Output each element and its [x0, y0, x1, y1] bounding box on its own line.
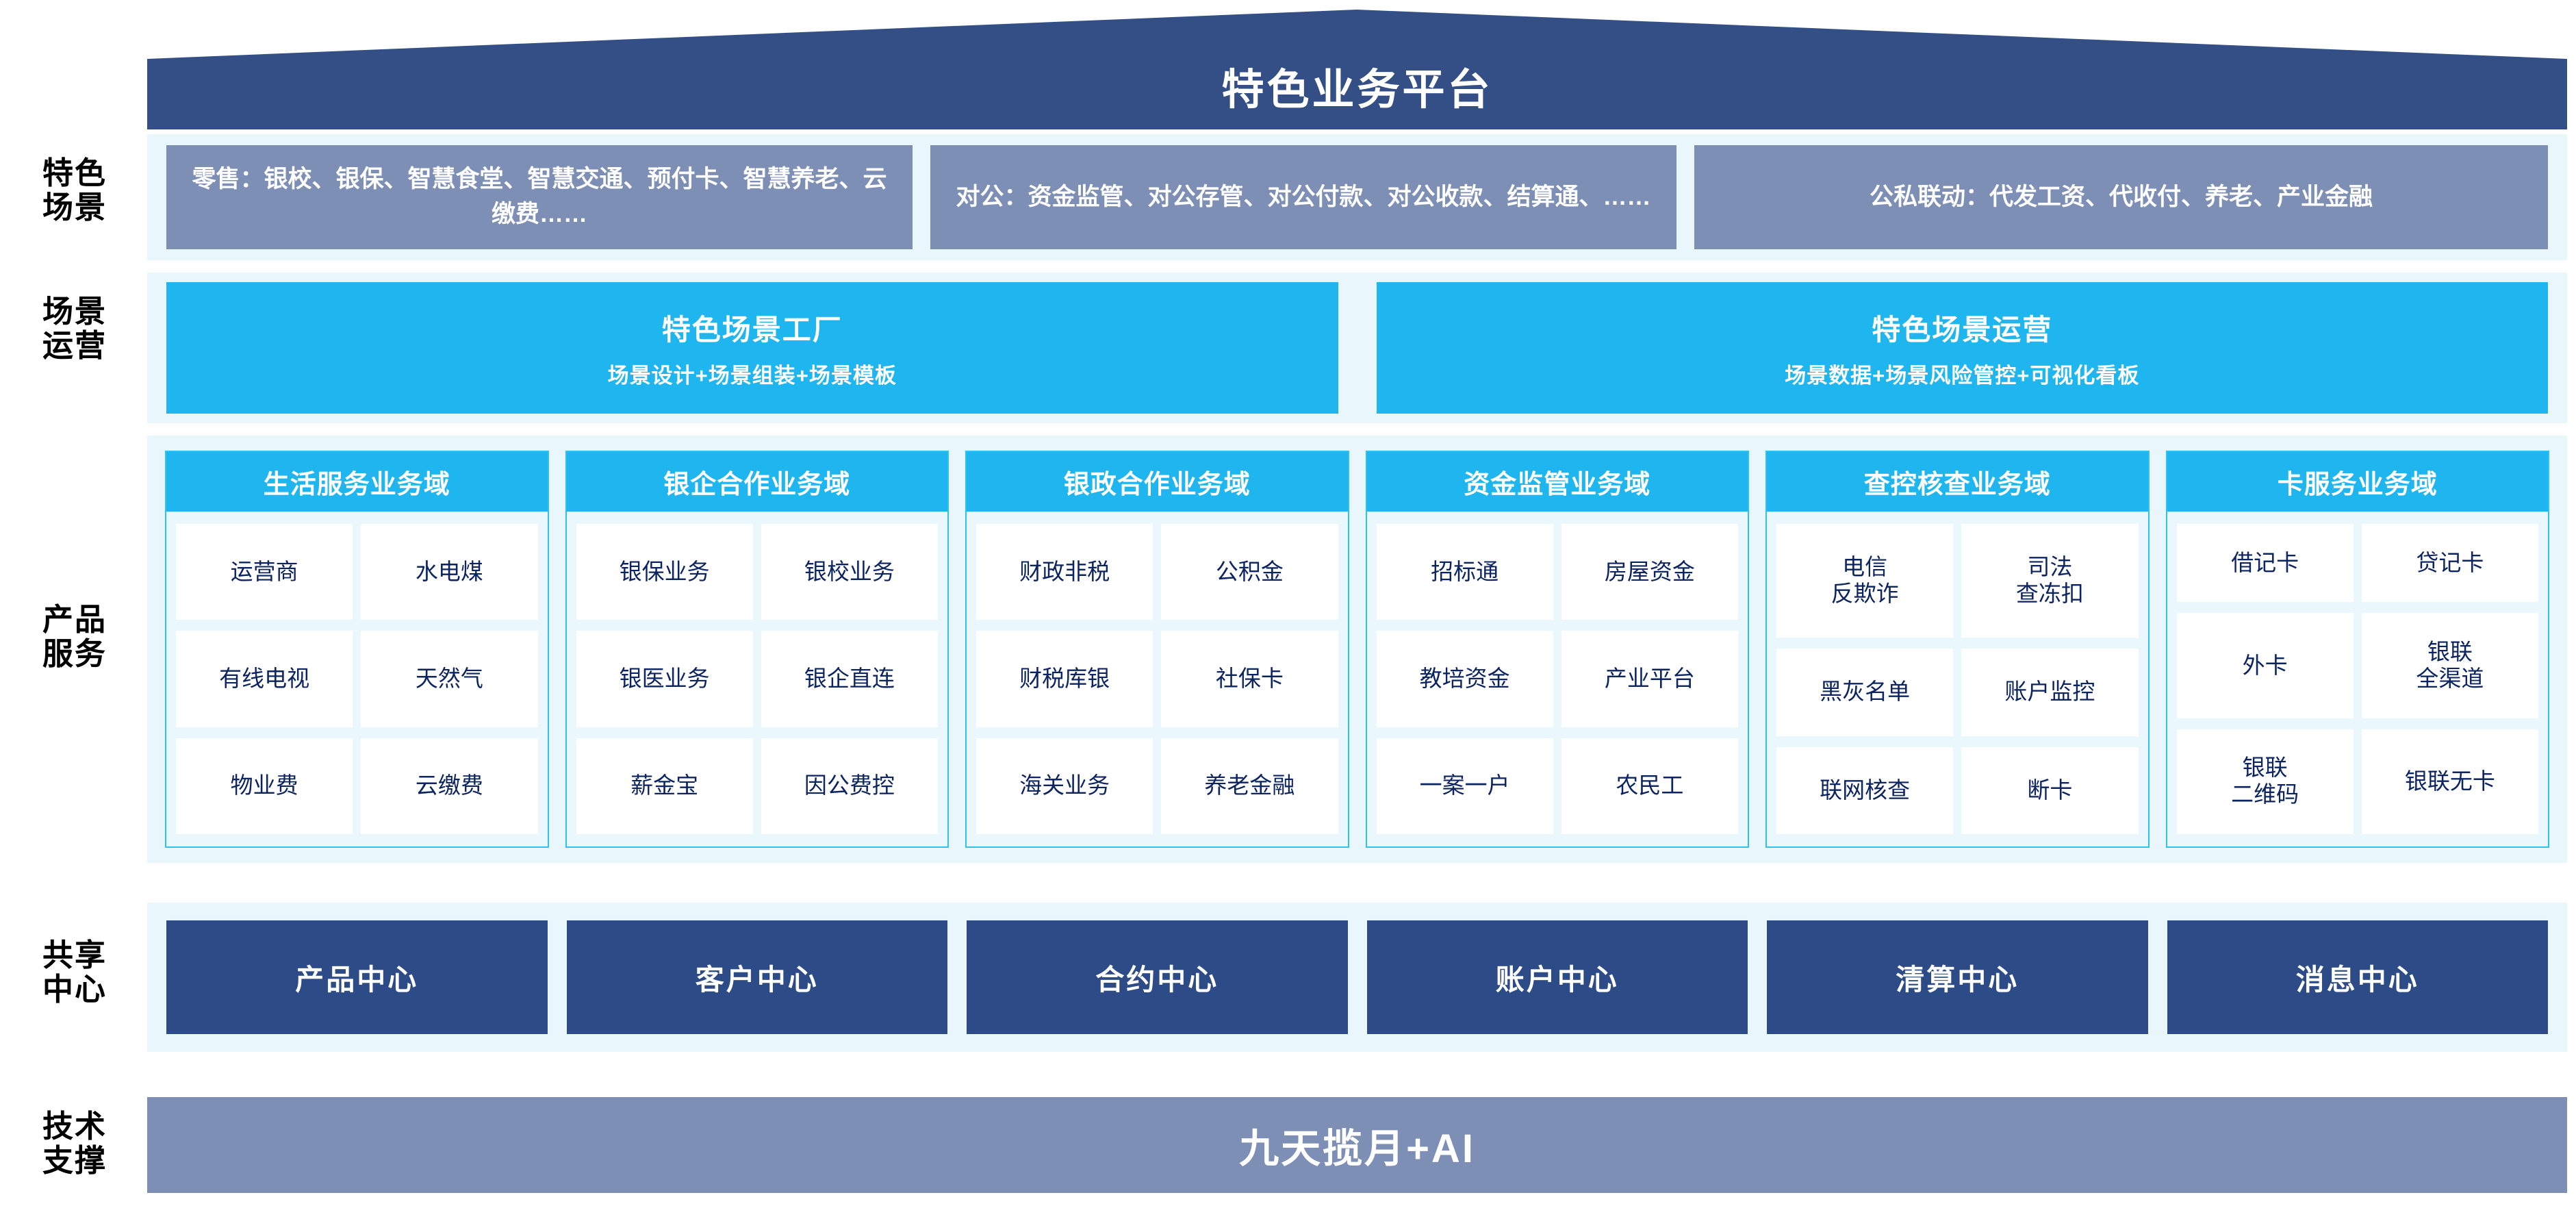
product-tile[interactable]: 电信 反欺诈	[1776, 524, 1954, 638]
domain-tile-grid: 招标通房屋资金教培资金产业平台一案一户农民工	[1367, 512, 1748, 846]
ops-title: 特色场景工厂	[661, 314, 843, 346]
platform-roof-banner: 特色业务平台	[147, 10, 2567, 129]
rail-label-tech: 技术 支撑	[42, 1109, 107, 1179]
product-tile[interactable]: 一案一户	[1376, 738, 1553, 834]
product-tile[interactable]: 司法 查冻扣	[1961, 524, 2139, 638]
domain-column: 卡服务业务域借记卡贷记卡外卡银联 全渠道银联 二维码银联无卡	[2165, 451, 2549, 848]
product-tile[interactable]: 有线电视	[176, 631, 353, 727]
product-tile[interactable]: 海关业务	[976, 738, 1153, 834]
product-tile[interactable]: 运营商	[176, 524, 353, 620]
product-tile[interactable]: 云缴费	[361, 738, 538, 834]
product-tile[interactable]: 薪金宝	[576, 738, 753, 834]
product-tile[interactable]: 银联无卡	[2361, 729, 2538, 834]
scene-box-linkage[interactable]: 公私联动：代发工资、代收付、养老、产业金融	[1694, 145, 2548, 249]
product-tile[interactable]: 外卡	[2176, 613, 2354, 718]
domain-title: 银企合作业务域	[566, 452, 947, 512]
product-tile[interactable]: 银校业务	[761, 524, 938, 620]
product-tile[interactable]: 养老金融	[1161, 738, 1338, 834]
product-tile[interactable]: 水电煤	[361, 524, 538, 620]
domain-column: 资金监管业务域招标通房屋资金教培资金产业平台一案一户农民工	[1365, 451, 1749, 848]
product-tile[interactable]: 断卡	[1961, 746, 2139, 834]
rail-label-products: 产品 服务	[42, 602, 107, 672]
domain-title: 生活服务业务域	[166, 452, 548, 512]
product-tile[interactable]: 银联 全渠道	[2361, 613, 2538, 718]
ops-subtitle: 场景设计+场景组装+场景模板	[607, 364, 897, 388]
product-tile[interactable]: 因公费控	[761, 738, 938, 834]
domain-column: 银政合作业务域财政非税公积金财税库银社保卡海关业务养老金融	[965, 451, 1349, 848]
product-tile[interactable]: 银企直连	[761, 631, 938, 727]
product-tile[interactable]: 黑灰名单	[1776, 649, 1954, 736]
roof-shape-icon	[147, 10, 2567, 129]
shared-center-box[interactable]: 产品中心	[166, 920, 548, 1034]
product-tile[interactable]: 银保业务	[576, 524, 753, 620]
scene-box-retail[interactable]: 零售：银校、银保、智慧食堂、智慧交通、预付卡、智慧养老、云缴费……	[166, 145, 913, 249]
product-tile[interactable]: 教培资金	[1376, 631, 1553, 727]
rail-label-scenes: 特色 场景	[42, 155, 107, 225]
ops-box-scene-operation[interactable]: 特色场景运营 场景数据+场景风险管控+可视化看板	[1376, 282, 2548, 414]
domain-tile-grid: 运营商水电煤有线电视天然气物业费云缴费	[166, 512, 548, 846]
domain-tile-grid: 财政非税公积金财税库银社保卡海关业务养老金融	[967, 512, 1348, 846]
domain-title: 银政合作业务域	[967, 452, 1348, 512]
shared-center-box[interactable]: 清算中心	[1767, 920, 2148, 1034]
shared-center-box[interactable]: 客户中心	[566, 920, 947, 1034]
ops-box-scene-factory[interactable]: 特色场景工厂 场景设计+场景组装+场景模板	[166, 282, 1338, 414]
shared-center-box[interactable]: 合约中心	[967, 920, 1348, 1034]
domain-column: 生活服务业务域运营商水电煤有线电视天然气物业费云缴费	[165, 451, 549, 848]
shared-center-box[interactable]: 消息中心	[2167, 920, 2548, 1034]
product-tile[interactable]: 联网核查	[1776, 746, 1954, 834]
product-tile[interactable]: 借记卡	[2176, 524, 2354, 603]
product-tile[interactable]: 房屋资金	[1561, 524, 1738, 620]
ops-title: 特色场景运营	[1872, 314, 2053, 346]
product-tile[interactable]: 贷记卡	[2361, 524, 2538, 603]
product-tile[interactable]: 账户监控	[1961, 649, 2139, 736]
product-tile[interactable]: 银医业务	[576, 631, 753, 727]
product-tile[interactable]: 银联 二维码	[2176, 729, 2354, 834]
products-band: 生活服务业务域运营商水电煤有线电视天然气物业费云缴费银企合作业务域银保业务银校业…	[147, 436, 2567, 863]
domain-title: 卡服务业务域	[2167, 452, 2548, 512]
rail-label-operations: 场景 运营	[42, 294, 107, 364]
domain-column: 查控核查业务域电信 反欺诈司法 查冻扣黑灰名单账户监控联网核查断卡	[1765, 451, 2150, 848]
product-tile[interactable]: 社保卡	[1161, 631, 1338, 727]
page-title: 特色业务平台	[1221, 66, 1493, 114]
product-tile[interactable]: 财税库银	[976, 631, 1153, 727]
product-tile[interactable]: 财政非税	[976, 524, 1153, 620]
domain-tile-grid: 借记卡贷记卡外卡银联 全渠道银联 二维码银联无卡	[2167, 512, 2549, 846]
product-tile[interactable]: 天然气	[361, 631, 538, 727]
scene-box-corporate[interactable]: 对公：资金监管、对公存管、对公付款、对公收款、结算通、……	[930, 145, 1676, 249]
domain-column: 银企合作业务域银保业务银校业务银医业务银企直连薪金宝因公费控	[565, 451, 949, 848]
shared-center-box[interactable]: 账户中心	[1366, 920, 1748, 1034]
domain-tile-grid: 电信 反欺诈司法 查冻扣黑灰名单账户监控联网核查断卡	[1767, 512, 2148, 846]
product-tile[interactable]: 招标通	[1376, 524, 1553, 620]
product-tile[interactable]: 物业费	[176, 738, 353, 834]
domain-tile-grid: 银保业务银校业务银医业务银企直连薪金宝因公费控	[567, 512, 948, 846]
product-tile[interactable]: 产业平台	[1561, 631, 1738, 727]
scenes-band: 零售：银校、银保、智慧食堂、智慧交通、预付卡、智慧养老、云缴费…… 对公：资金监…	[147, 134, 2567, 260]
product-tile[interactable]: 农民工	[1561, 738, 1738, 834]
product-tile[interactable]: 公积金	[1161, 524, 1338, 620]
shared-centers-band: 产品中心客户中心合约中心账户中心清算中心消息中心	[147, 903, 2567, 1052]
domain-title: 查控核查业务域	[1767, 452, 2148, 512]
tech-support-bar[interactable]: 九天揽月+AI	[147, 1097, 2567, 1193]
rail-label-shared: 共享 中心	[42, 938, 107, 1007]
domain-title: 资金监管业务域	[1366, 452, 1748, 512]
ops-subtitle: 场景数据+场景风险管控+可视化看板	[1785, 364, 2140, 388]
operations-band: 特色场景工厂 场景设计+场景组装+场景模板 特色场景运营 场景数据+场景风险管控…	[147, 273, 2567, 423]
